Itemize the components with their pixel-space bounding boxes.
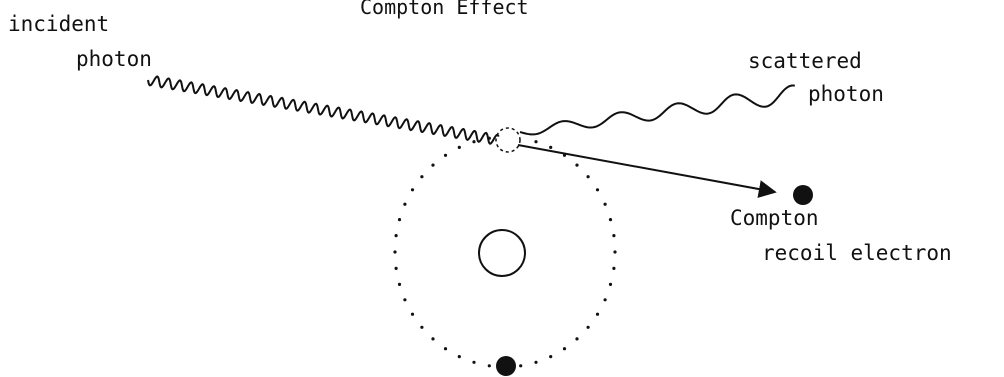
scattered-photon-wave	[519, 84, 795, 136]
orbit-dot	[431, 337, 435, 341]
orbit-dot	[420, 325, 424, 329]
scattered-label-line1: scattered	[748, 49, 862, 73]
incident-label-line2: photon	[76, 47, 152, 71]
orbit-dot	[420, 175, 424, 179]
recoil-label-line1: Compton	[730, 206, 819, 230]
orbit-dot	[595, 312, 600, 316]
orbit-dot	[534, 360, 538, 364]
nucleus	[478, 229, 526, 277]
orbit-dot	[612, 234, 616, 238]
orbit-dot	[457, 355, 461, 359]
orbit-dot	[519, 364, 523, 368]
orbit-dot	[394, 266, 398, 270]
orbit-dot	[562, 153, 567, 157]
orbit-dot	[457, 145, 461, 149]
orbit-dot	[472, 140, 476, 144]
orbit-dot	[575, 163, 579, 167]
orbit-dot	[397, 282, 402, 286]
scattered-label-line2: photon	[808, 82, 884, 106]
diagram-title: Compton Effect	[360, 0, 529, 19]
orbit-dot	[487, 136, 491, 140]
incident-photon-wave	[147, 75, 500, 145]
recoil-electron-arrow	[517, 144, 777, 198]
orbit-dot	[549, 355, 553, 359]
bound-electron	[496, 356, 516, 376]
orbit-dot	[443, 153, 448, 157]
orbit-dot	[534, 140, 538, 144]
orbit-dot	[608, 218, 613, 222]
orbit-dot	[394, 234, 398, 238]
orbit-dot	[575, 337, 579, 341]
orbit-dot	[586, 325, 590, 329]
orbit-dot	[586, 175, 590, 179]
orbit-dot	[612, 266, 616, 270]
interaction-point-circle	[495, 127, 521, 153]
orbit-dot	[613, 250, 617, 254]
orbit-dot	[397, 218, 402, 222]
electron-orbit	[393, 136, 617, 368]
orbit-dot	[603, 202, 607, 206]
orbit-dot	[431, 163, 435, 167]
orbit-dot	[443, 347, 448, 351]
recoil-electron	[793, 185, 813, 205]
orbit-dot	[472, 360, 476, 364]
orbit-dot	[595, 188, 600, 192]
orbit-dot	[410, 312, 415, 316]
orbit-dot	[410, 188, 415, 192]
orbit-dot	[403, 298, 407, 302]
recoil-label-line2: recoil electron	[762, 241, 952, 265]
incident-label-line1: incident	[8, 12, 109, 36]
orbit-dot	[562, 347, 567, 351]
orbit-dot	[403, 202, 407, 206]
orbit-dot	[603, 298, 607, 302]
orbit-dot	[393, 250, 397, 254]
orbit-dot	[608, 282, 613, 286]
orbit-dot	[549, 145, 553, 149]
orbit-dot	[487, 364, 491, 368]
